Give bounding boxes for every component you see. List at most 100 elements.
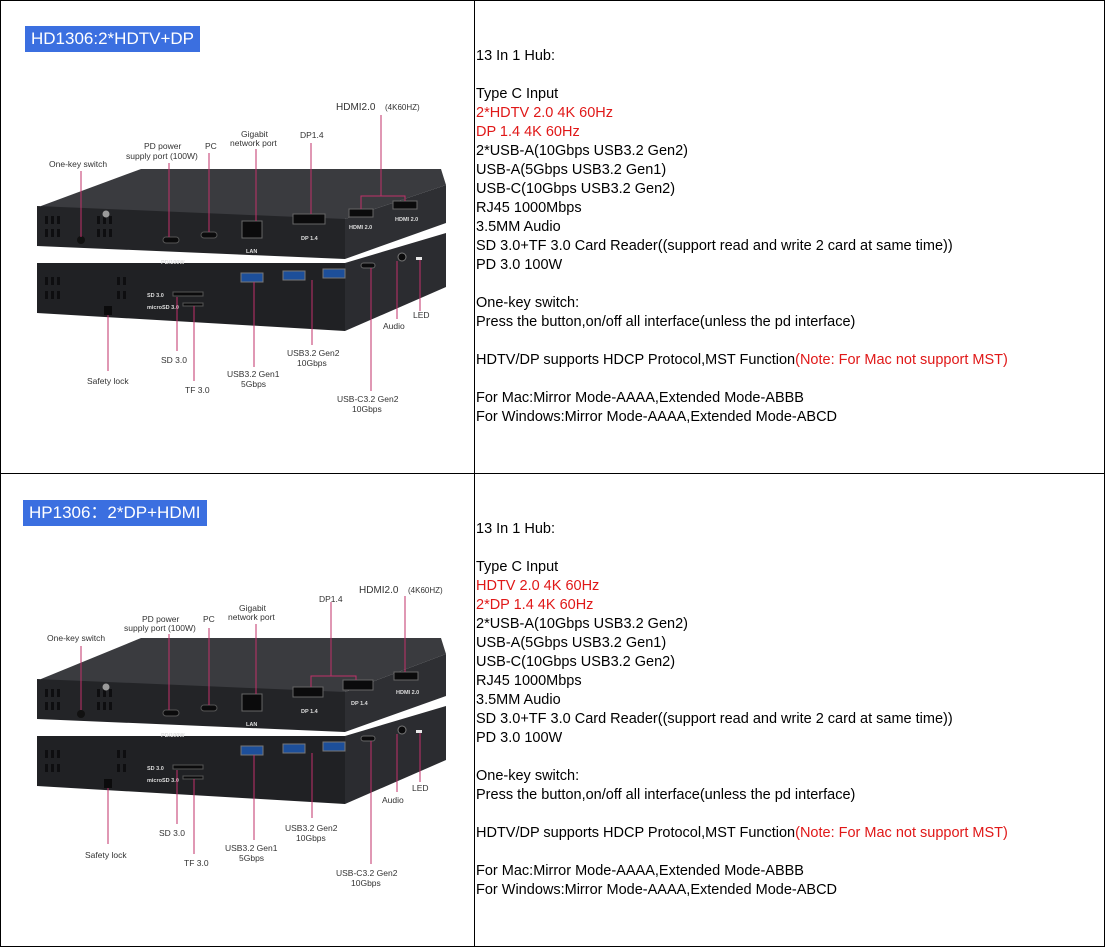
windows-mode: For Windows:Mirror Mode-AAAA,Extended Mo… bbox=[476, 409, 838, 425]
label-pd-power-2: supply port (100W) bbox=[126, 151, 198, 161]
safety-lock-slot bbox=[104, 779, 112, 788]
spec-line: 3.5MM Audio bbox=[476, 219, 561, 235]
label-usbc-gen2-1: USB-C3.2 Gen2 bbox=[336, 868, 398, 878]
blank-line bbox=[476, 275, 1102, 294]
dp-port-b bbox=[342, 679, 374, 691]
usb-c-pd-port bbox=[162, 236, 180, 244]
usb-a-gen2-port-1 bbox=[282, 743, 306, 754]
hdmi-port-b bbox=[392, 200, 418, 210]
led-indicator bbox=[416, 730, 422, 733]
vent-grille-left-bottom bbox=[45, 277, 126, 299]
switch-title: One-key switch: bbox=[476, 295, 580, 311]
table-column-divider bbox=[474, 0, 475, 947]
label-hdmi20: HDMI2.0 bbox=[336, 102, 376, 113]
windows-mode: For Windows:Mirror Mode-AAAA,Extended Mo… bbox=[476, 882, 838, 898]
model-tag: HP1306：2*DP+HDMI bbox=[23, 500, 207, 526]
hdcp-line: HDTV/DP supports HDCP Protocol,MST Funct… bbox=[476, 351, 1102, 370]
label-pd-power-2: supply port (100W) bbox=[124, 623, 196, 633]
port-label-lan: LAN bbox=[246, 249, 257, 255]
mac-mode: For Mac:Mirror Mode-AAAA,Extended Mode-A… bbox=[476, 863, 804, 879]
label-usb32-gen1-2: 5Gbps bbox=[239, 853, 264, 863]
port-label-hdmi: HDMI 2.0 bbox=[396, 690, 419, 696]
blank-line bbox=[476, 332, 1102, 351]
usb-c-gen2-port bbox=[360, 735, 376, 742]
hdcp-note: (Note: For Mac not support MST) bbox=[795, 352, 1008, 368]
label-safety-lock: Safety lock bbox=[87, 376, 129, 386]
blank-line bbox=[476, 370, 1102, 389]
one-key-switch-button bbox=[77, 236, 85, 244]
usb-c-pd-port bbox=[162, 709, 180, 717]
port-label-dp-b: HDMI 2.0 bbox=[349, 225, 372, 231]
hdcp-text: HDTV/DP supports HDCP Protocol,MST Funct… bbox=[476, 825, 796, 841]
blank-line bbox=[476, 843, 1102, 862]
callout-lines bbox=[80, 596, 421, 864]
dp-port-a bbox=[292, 686, 324, 698]
hub-top-unit-lid bbox=[41, 169, 446, 219]
label-pd-power-1: PD power bbox=[142, 614, 179, 624]
label-one-key-switch: One-key switch bbox=[47, 633, 105, 643]
blank-line bbox=[476, 748, 1102, 767]
spec-input: Type C Input bbox=[476, 559, 559, 575]
safety-lock-slot bbox=[104, 306, 112, 315]
hub-title: 13 In 1 Hub: bbox=[476, 48, 555, 64]
spec-line: PD 3.0 100W bbox=[476, 730, 563, 746]
label-safety-lock: Safety lock bbox=[85, 850, 127, 860]
label-hdmi20: HDMI2.0 bbox=[359, 585, 399, 596]
label-usb32-gen1-2: 5Gbps bbox=[241, 379, 266, 389]
label-gigabit-2: network port bbox=[230, 138, 277, 148]
switch-description: Press the button,on/off all interface(un… bbox=[476, 314, 856, 330]
product-spec-text-cell: 13 In 1 Hub: Type C Input 2*HDTV 2.0 4K … bbox=[476, 47, 1102, 427]
hub-bottom-unit-front bbox=[37, 263, 345, 331]
product-spec-text-cell: 13 In 1 Hub: Type C Input HDTV 2.0 4K 60… bbox=[476, 520, 1102, 900]
spec-line: USB-C(10Gbps USB3.2 Gen2) bbox=[476, 181, 676, 197]
label-usb32-gen1-1: USB3.2 Gen1 bbox=[225, 843, 278, 853]
port-label-dp-a: DP 1.4 bbox=[301, 709, 319, 715]
led-indicator bbox=[416, 257, 422, 260]
spec-video-1: 2*HDTV 2.0 4K 60Hz bbox=[476, 105, 614, 121]
label-usb32-gen1-1: USB3.2 Gen1 bbox=[227, 369, 280, 379]
label-sd30: SD 3.0 bbox=[161, 355, 187, 365]
spec-line: 2*USB-A(10Gbps USB3.2 Gen2) bbox=[476, 143, 688, 159]
hub-title: 13 In 1 Hub: bbox=[476, 521, 555, 537]
hdcp-line: HDTV/DP supports HDCP Protocol,MST Funct… bbox=[476, 824, 1102, 843]
port-label-lan: LAN bbox=[246, 722, 257, 728]
label-pc: PC bbox=[203, 614, 215, 624]
table-border-left bbox=[0, 0, 1, 947]
label-gigabit-2: network port bbox=[228, 612, 275, 622]
spec-video-2: 2*DP 1.4 4K 60Hz bbox=[476, 597, 594, 613]
port-label-sd: SD 3.0 bbox=[147, 293, 164, 299]
spec-video-2: DP 1.4 4K 60Hz bbox=[476, 124, 580, 140]
logo-icon bbox=[102, 683, 110, 691]
label-usb32-gen2-1: USB3.2 Gen2 bbox=[287, 348, 340, 358]
label-gigabit-1: Gigabit bbox=[241, 129, 269, 139]
spec-line: SD 3.0+TF 3.0 Card Reader((support read … bbox=[476, 711, 953, 727]
blank-line bbox=[476, 66, 1102, 85]
label-hdmi20-note: (4K60HZ) bbox=[385, 103, 420, 112]
table-row-divider bbox=[0, 473, 1105, 474]
port-label-hdmi: HDMI 2.0 bbox=[395, 217, 418, 223]
label-pd-power-1: PD power bbox=[144, 141, 181, 151]
audio-jack bbox=[397, 725, 407, 735]
label-led: LED bbox=[412, 783, 429, 793]
one-key-switch-button bbox=[77, 710, 85, 718]
label-usb32-gen2-2: 10Gbps bbox=[297, 358, 327, 368]
label-dp14: DP1.4 bbox=[300, 130, 324, 140]
label-one-key-switch: One-key switch bbox=[49, 159, 107, 169]
label-usbc-gen2-1: USB-C3.2 Gen2 bbox=[337, 394, 399, 404]
hdmi-port-a bbox=[348, 208, 374, 218]
tf-card-slot bbox=[182, 302, 204, 307]
spec-line: RJ45 1000Mbps bbox=[476, 673, 582, 689]
hdcp-text: HDTV/DP supports HDCP Protocol,MST Funct… bbox=[476, 352, 796, 368]
dp-port-a bbox=[292, 213, 326, 225]
label-usb32-gen2-2: 10Gbps bbox=[296, 833, 326, 843]
usb-c-pc-port bbox=[200, 704, 218, 712]
blank-line bbox=[476, 539, 1102, 558]
hub-diagram: PD/100W LAN DP 1.4 DP 1.4 HDMI 2.0 SD 3.… bbox=[37, 585, 446, 888]
spec-line: 3.5MM Audio bbox=[476, 692, 561, 708]
label-hdmi20-note: (4K60HZ) bbox=[408, 586, 443, 595]
logo-icon bbox=[102, 210, 110, 218]
spec-line: PD 3.0 100W bbox=[476, 257, 563, 273]
port-label-dp-a: DP 1.4 bbox=[301, 236, 319, 242]
blank-line bbox=[476, 805, 1102, 824]
